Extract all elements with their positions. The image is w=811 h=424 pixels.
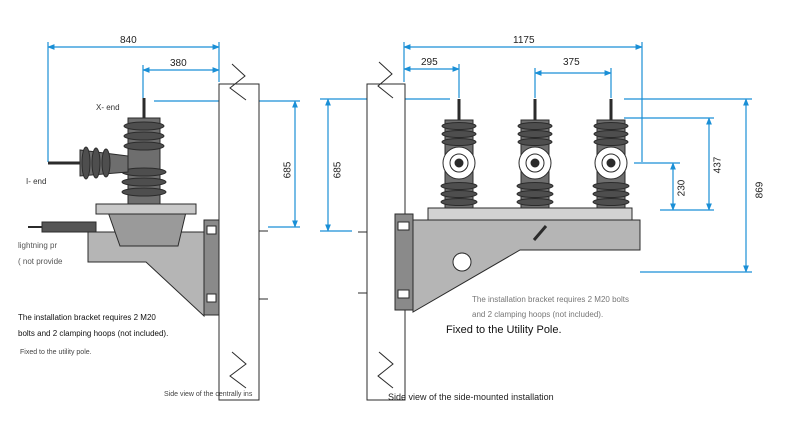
right-note-line-3: Fixed to the Utility Pole.: [446, 324, 562, 336]
bracket-slot-r1: [397, 221, 410, 231]
left-note-line-2: bolts and 2 clamping hoops (not included…: [18, 329, 169, 338]
pole-break-bottom: [229, 351, 247, 389]
dim-840-label: 840: [120, 35, 137, 46]
label-not-provided: ( not provide: [18, 257, 63, 266]
pole-break-top: [229, 63, 247, 101]
pole-break-bottom-right: [377, 351, 394, 389]
right-note-line-1: The installation bracket requires 2 M20 …: [472, 295, 629, 304]
bracket-slot-r2: [397, 289, 410, 299]
dim-685-label: 685: [282, 161, 294, 179]
left-note-line-1: The installation bracket requires 2 M20: [18, 313, 156, 322]
left-pole: [218, 63, 268, 401]
right-bracket: [394, 207, 641, 313]
left-view: [28, 42, 300, 401]
dim-380-label: 380: [170, 58, 187, 69]
bracket-slot-1: [206, 225, 217, 235]
dim-230-label: 230: [676, 179, 688, 197]
dim-437-label: 437: [712, 156, 724, 174]
bushing-vertical-sheds: [121, 121, 167, 197]
left-dimensions: [47, 42, 300, 228]
breaker-base: [95, 203, 197, 215]
dim-685r-label: 685: [332, 161, 344, 179]
right-caption: Side view of the side-mounted installati…: [388, 392, 554, 402]
bushing-horizontal-sheds: [81, 146, 111, 180]
right-poles-bushings: [440, 99, 630, 209]
label-i-end: I- end: [26, 177, 47, 186]
operating-lever: [532, 225, 548, 241]
bracket-slot-2: [206, 293, 217, 303]
operating-handle: [452, 252, 472, 272]
pole-body: [218, 83, 260, 401]
right-note-line-2: and 2 clamping hoops (not included).: [472, 310, 604, 319]
phase-a: [440, 99, 478, 209]
left-caption: Side view of the centrally ins: [164, 391, 253, 398]
left-bracket: [87, 219, 220, 318]
right-view: [320, 42, 752, 401]
left-note-line-3: Fixed to the utility pole.: [20, 349, 92, 356]
breaker-tank: [107, 211, 187, 247]
dim-295-label: 295: [421, 57, 438, 68]
phase-c: [592, 99, 630, 209]
phase-b: [516, 99, 554, 209]
dim-1175-label: 1175: [513, 35, 535, 46]
right-dimensions: [320, 42, 752, 273]
pole-break-top-right: [377, 61, 394, 99]
label-x-end: X- end: [96, 103, 120, 112]
bracket-arm: [87, 231, 205, 318]
label-lightning-protector: lightning pr: [18, 241, 58, 250]
lightning-arrester: [41, 221, 97, 233]
dim-869-label: 869: [754, 181, 766, 199]
left-breaker: [28, 98, 197, 247]
frame-top: [427, 207, 633, 221]
dim-375-label: 375: [563, 57, 580, 68]
